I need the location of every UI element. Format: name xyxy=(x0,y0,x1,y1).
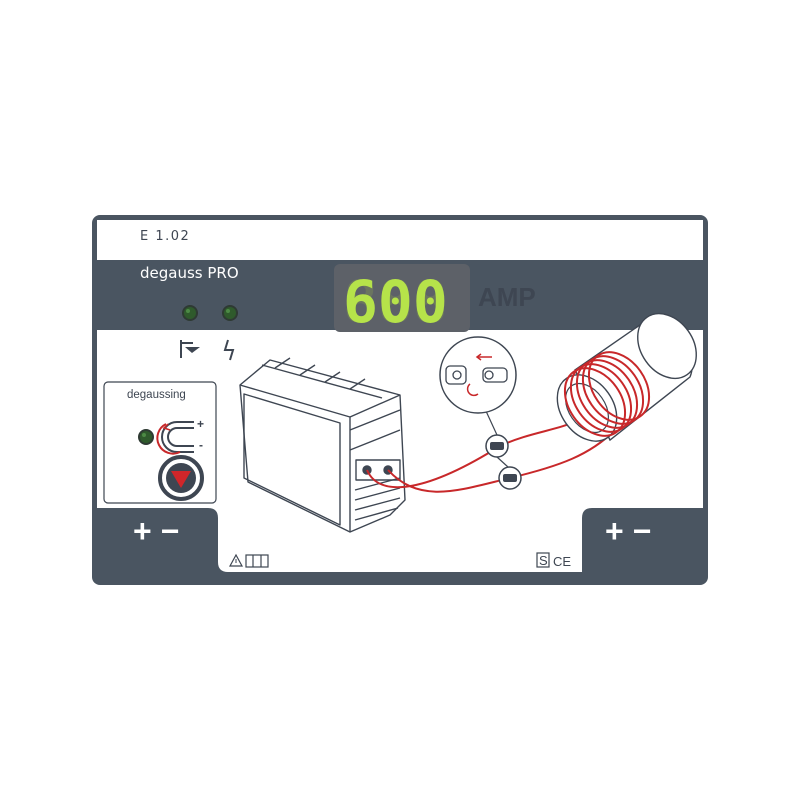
warning-icon xyxy=(228,553,244,567)
pipe-coil-illustration xyxy=(556,312,697,442)
ce-mark: CE xyxy=(553,554,571,569)
s-mark: S xyxy=(539,553,548,568)
polarity-left: + − xyxy=(133,513,179,549)
amp-display xyxy=(334,264,470,332)
model-code: E 1.02 xyxy=(140,229,190,244)
lightning-icon xyxy=(223,339,235,361)
plus-sign: + xyxy=(197,417,204,431)
s-mark-box xyxy=(536,552,550,568)
stick-electrode-icon xyxy=(180,340,200,358)
machine-illustration xyxy=(239,357,406,533)
degaussing-label: degaussing xyxy=(127,389,186,401)
minus-sign: - xyxy=(199,438,203,452)
green-led-icon xyxy=(222,305,238,321)
triangle-down-icon xyxy=(171,471,191,488)
display-ghost-digits: 888 xyxy=(343,268,448,336)
green-led-icon xyxy=(182,305,198,321)
brand-name: degauss PRO xyxy=(140,264,239,282)
cable-connector xyxy=(485,434,509,458)
polarity-right: + − xyxy=(605,513,651,549)
magnet-icon xyxy=(156,421,194,455)
green-led-icon xyxy=(138,429,154,445)
manual-book-icon xyxy=(245,554,269,568)
cable-connector xyxy=(498,466,522,490)
unit-label: AMP xyxy=(478,282,536,312)
degauss-down-button[interactable] xyxy=(158,455,204,501)
display-value: 600 xyxy=(343,268,448,336)
connector-detail-icon xyxy=(439,336,517,414)
